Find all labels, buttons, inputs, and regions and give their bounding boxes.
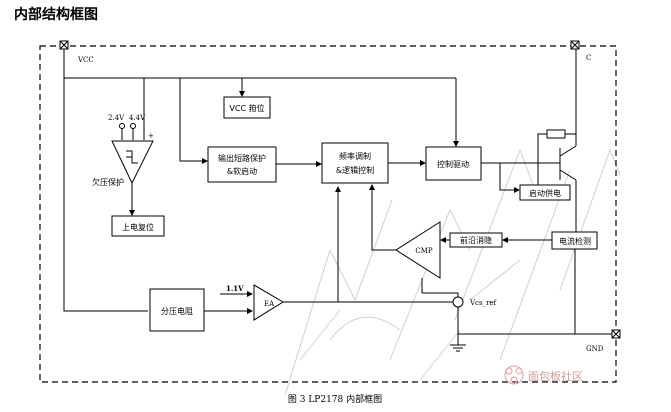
vcs-ref-label: Vcs_ref <box>469 299 498 307</box>
ref-24-node <box>119 123 125 129</box>
pin-gnd-label: GND <box>586 345 604 353</box>
pin-vcc-label: VCC <box>77 56 94 64</box>
drive-block <box>425 146 482 181</box>
freq-mod-block <box>321 142 389 184</box>
startup-supply-block <box>519 184 571 201</box>
current-sense-label: 电流检测 <box>559 236 591 246</box>
drive-label: 控制驱动 <box>437 159 469 169</box>
vcc-clamp-block <box>223 96 271 119</box>
ground-symbol-icon <box>450 344 466 352</box>
power-transistor-icon <box>559 49 577 232</box>
cmp-comparator <box>395 221 441 279</box>
page-title: 内部结构框图 <box>14 6 98 23</box>
ea-amplifier <box>253 284 284 321</box>
short-protect-label-2: &软启动 <box>227 166 257 176</box>
freq-mod-label-1: 频率调制 <box>339 151 371 161</box>
startup-supply-label: 启动供电 <box>529 188 561 198</box>
power-on-reset-label: 上电复位 <box>122 222 154 232</box>
chip-boundary <box>39 45 617 383</box>
pin-c-label: C <box>586 54 591 62</box>
pin-c-terminal <box>570 40 580 50</box>
uvlo-label: 欠压保护 <box>92 177 124 187</box>
short-protect-block <box>207 146 277 183</box>
figure-caption: 图 3 LP2178 内部框图 <box>288 393 382 405</box>
startup-resistor-icon <box>546 129 566 139</box>
summing-node-icon <box>452 296 464 308</box>
leb-label: 前沿消隐 <box>460 235 492 245</box>
freq-mod-label-2: &逻辑控制 <box>336 165 374 175</box>
hysteresis-icon <box>126 150 138 164</box>
watermark-badge-text: 面包板社区 <box>528 369 583 383</box>
pin-gnd-terminal <box>611 329 621 339</box>
power-on-reset-block <box>111 215 165 237</box>
vcc-rail <box>63 49 456 312</box>
uvlo-plus: + <box>148 132 154 140</box>
v24-label: 2.4V <box>108 114 125 122</box>
v44-label: 4.4V <box>129 114 146 122</box>
short-protect-label-1: 输出短路保护 <box>218 153 266 163</box>
ea-label: EA <box>264 300 275 308</box>
pin-vcc-terminal <box>59 40 69 50</box>
divider-block <box>149 288 205 332</box>
ref-11-label: 1.1V <box>226 284 244 293</box>
vcc-clamp-label: VCC 箝位 <box>229 103 264 113</box>
cmp-label: CMP <box>415 247 433 255</box>
divider-label: 分压电阻 <box>161 306 193 316</box>
watermark-badge: 面包板社区 <box>504 365 583 385</box>
ref-44-node <box>130 123 136 129</box>
watermark-strokes <box>284 148 621 396</box>
